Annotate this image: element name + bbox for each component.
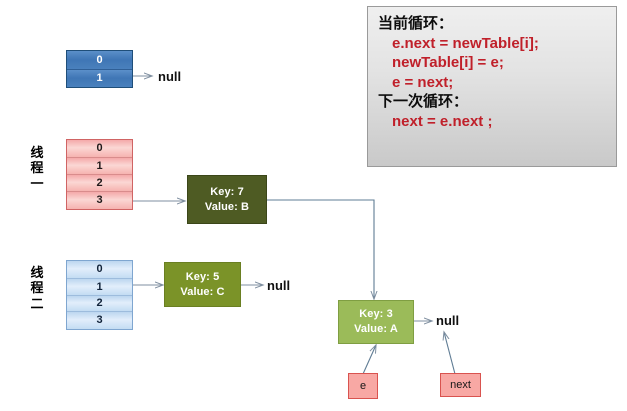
var-next[interactable]: next xyxy=(440,373,481,397)
null-label-top: null xyxy=(158,69,182,84)
node-key-label: Key: 7 xyxy=(210,185,244,198)
table-row[interactable]: 0 xyxy=(67,140,132,158)
thread-two-table[interactable]: 0 1 2 3 xyxy=(66,260,133,330)
thread-one-table[interactable]: 0 1 2 3 xyxy=(66,139,133,210)
null-label-middle: null xyxy=(267,278,291,293)
table-row[interactable]: 0 xyxy=(67,51,132,70)
var-label: e xyxy=(359,380,367,392)
callout-heading-next: 下一次循环： xyxy=(378,92,469,110)
node-key7[interactable]: Key: 7 Value: B xyxy=(187,175,267,224)
edge-next-to-null xyxy=(444,332,456,375)
code-callout: 当前循环： e.next = newTable[i]; newTable[i] … xyxy=(367,6,617,167)
thread-two-label: 线程二 xyxy=(30,266,44,312)
node-key3[interactable]: Key: 3 Value: A xyxy=(338,300,414,344)
callout-line-1: e.next = newTable[i]; xyxy=(392,34,539,52)
callout-line-4: next = e.next ; xyxy=(392,112,493,130)
table-row[interactable]: 1 xyxy=(67,70,132,87)
var-e[interactable]: e xyxy=(348,373,378,399)
var-label: next xyxy=(450,379,471,391)
node-key5[interactable]: Key: 5 Value: C xyxy=(164,262,241,307)
node-key-label: Key: 5 xyxy=(185,270,220,283)
table-row[interactable]: 3 xyxy=(67,312,132,329)
thread-one-label: 线程一 xyxy=(30,146,44,192)
edge-e-to-key3 xyxy=(362,345,376,375)
callout-line-2: newTable[i] = e; xyxy=(392,54,504,71)
table-row[interactable]: 1 xyxy=(67,279,132,296)
table-row[interactable]: 1 xyxy=(67,158,132,175)
node-value-label: Value: B xyxy=(204,200,250,213)
table-row[interactable]: 0 xyxy=(67,261,132,279)
node-value-label: Value: C xyxy=(180,285,225,298)
table-row[interactable]: 3 xyxy=(67,192,132,209)
node-value-label: Value: A xyxy=(354,323,398,335)
null-label-right: null xyxy=(436,313,460,328)
callout-heading-current: 当前循环： xyxy=(378,14,454,32)
table-row[interactable]: 2 xyxy=(67,296,132,312)
node-key-label: Key: 3 xyxy=(359,308,393,321)
new-table-top[interactable]: 0 1 xyxy=(66,50,133,88)
table-row[interactable]: 2 xyxy=(67,175,132,192)
callout-line-3: e = next; xyxy=(392,73,454,91)
